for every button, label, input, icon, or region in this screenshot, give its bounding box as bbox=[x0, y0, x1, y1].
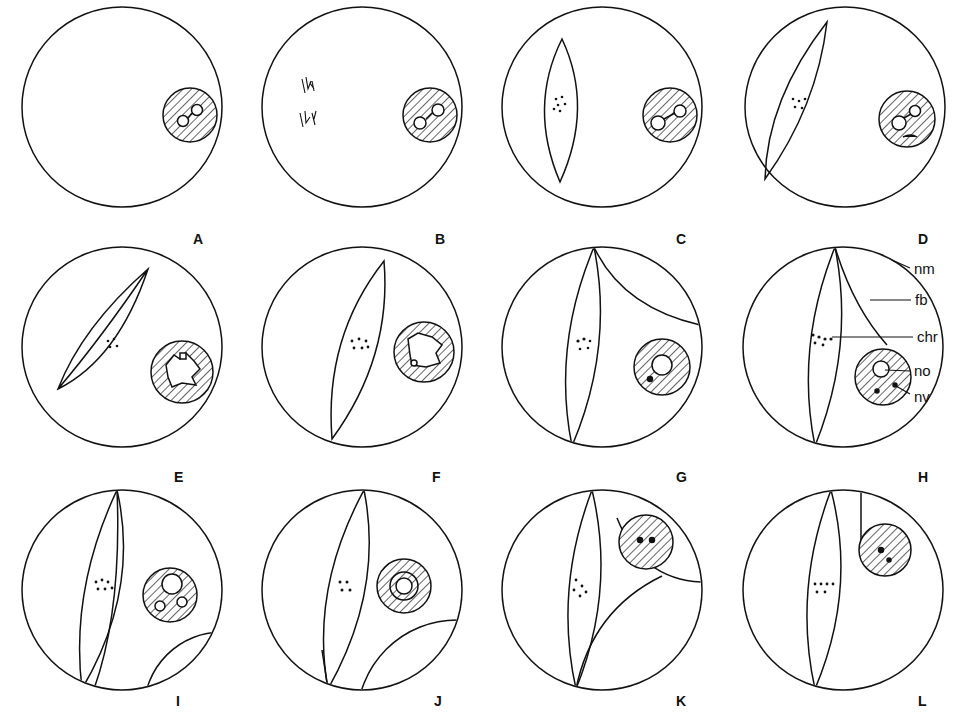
leader-lines bbox=[832, 260, 913, 394]
panel-letter: J bbox=[434, 694, 442, 708]
part-label: chr bbox=[917, 329, 938, 344]
cell-l bbox=[743, 490, 943, 690]
panel-letter: D bbox=[918, 232, 928, 246]
panel-letter: A bbox=[193, 232, 203, 246]
part-label: no bbox=[914, 363, 931, 378]
panel-letter: B bbox=[435, 232, 445, 246]
panel-letter: H bbox=[918, 470, 928, 484]
panel-letter: K bbox=[676, 694, 686, 708]
cell-k bbox=[502, 490, 702, 690]
cell-a bbox=[22, 7, 222, 207]
panel-letter: E bbox=[174, 470, 183, 484]
cell-f bbox=[262, 247, 462, 447]
cell-e bbox=[22, 247, 222, 447]
panel-letter: I bbox=[176, 694, 180, 708]
cell-i bbox=[22, 490, 300, 715]
part-label: nv bbox=[914, 389, 930, 404]
panel-letter: F bbox=[432, 470, 441, 484]
cell-c bbox=[502, 7, 702, 207]
cell-g bbox=[502, 247, 702, 447]
cell-b bbox=[262, 7, 462, 207]
cell-h bbox=[743, 247, 943, 447]
part-label: nm bbox=[914, 261, 935, 276]
panel-letter: G bbox=[676, 470, 687, 484]
panel-letter: L bbox=[918, 694, 927, 708]
panel-letter: C bbox=[676, 232, 686, 246]
part-label: fb bbox=[915, 292, 928, 307]
cell-d bbox=[745, 7, 945, 207]
